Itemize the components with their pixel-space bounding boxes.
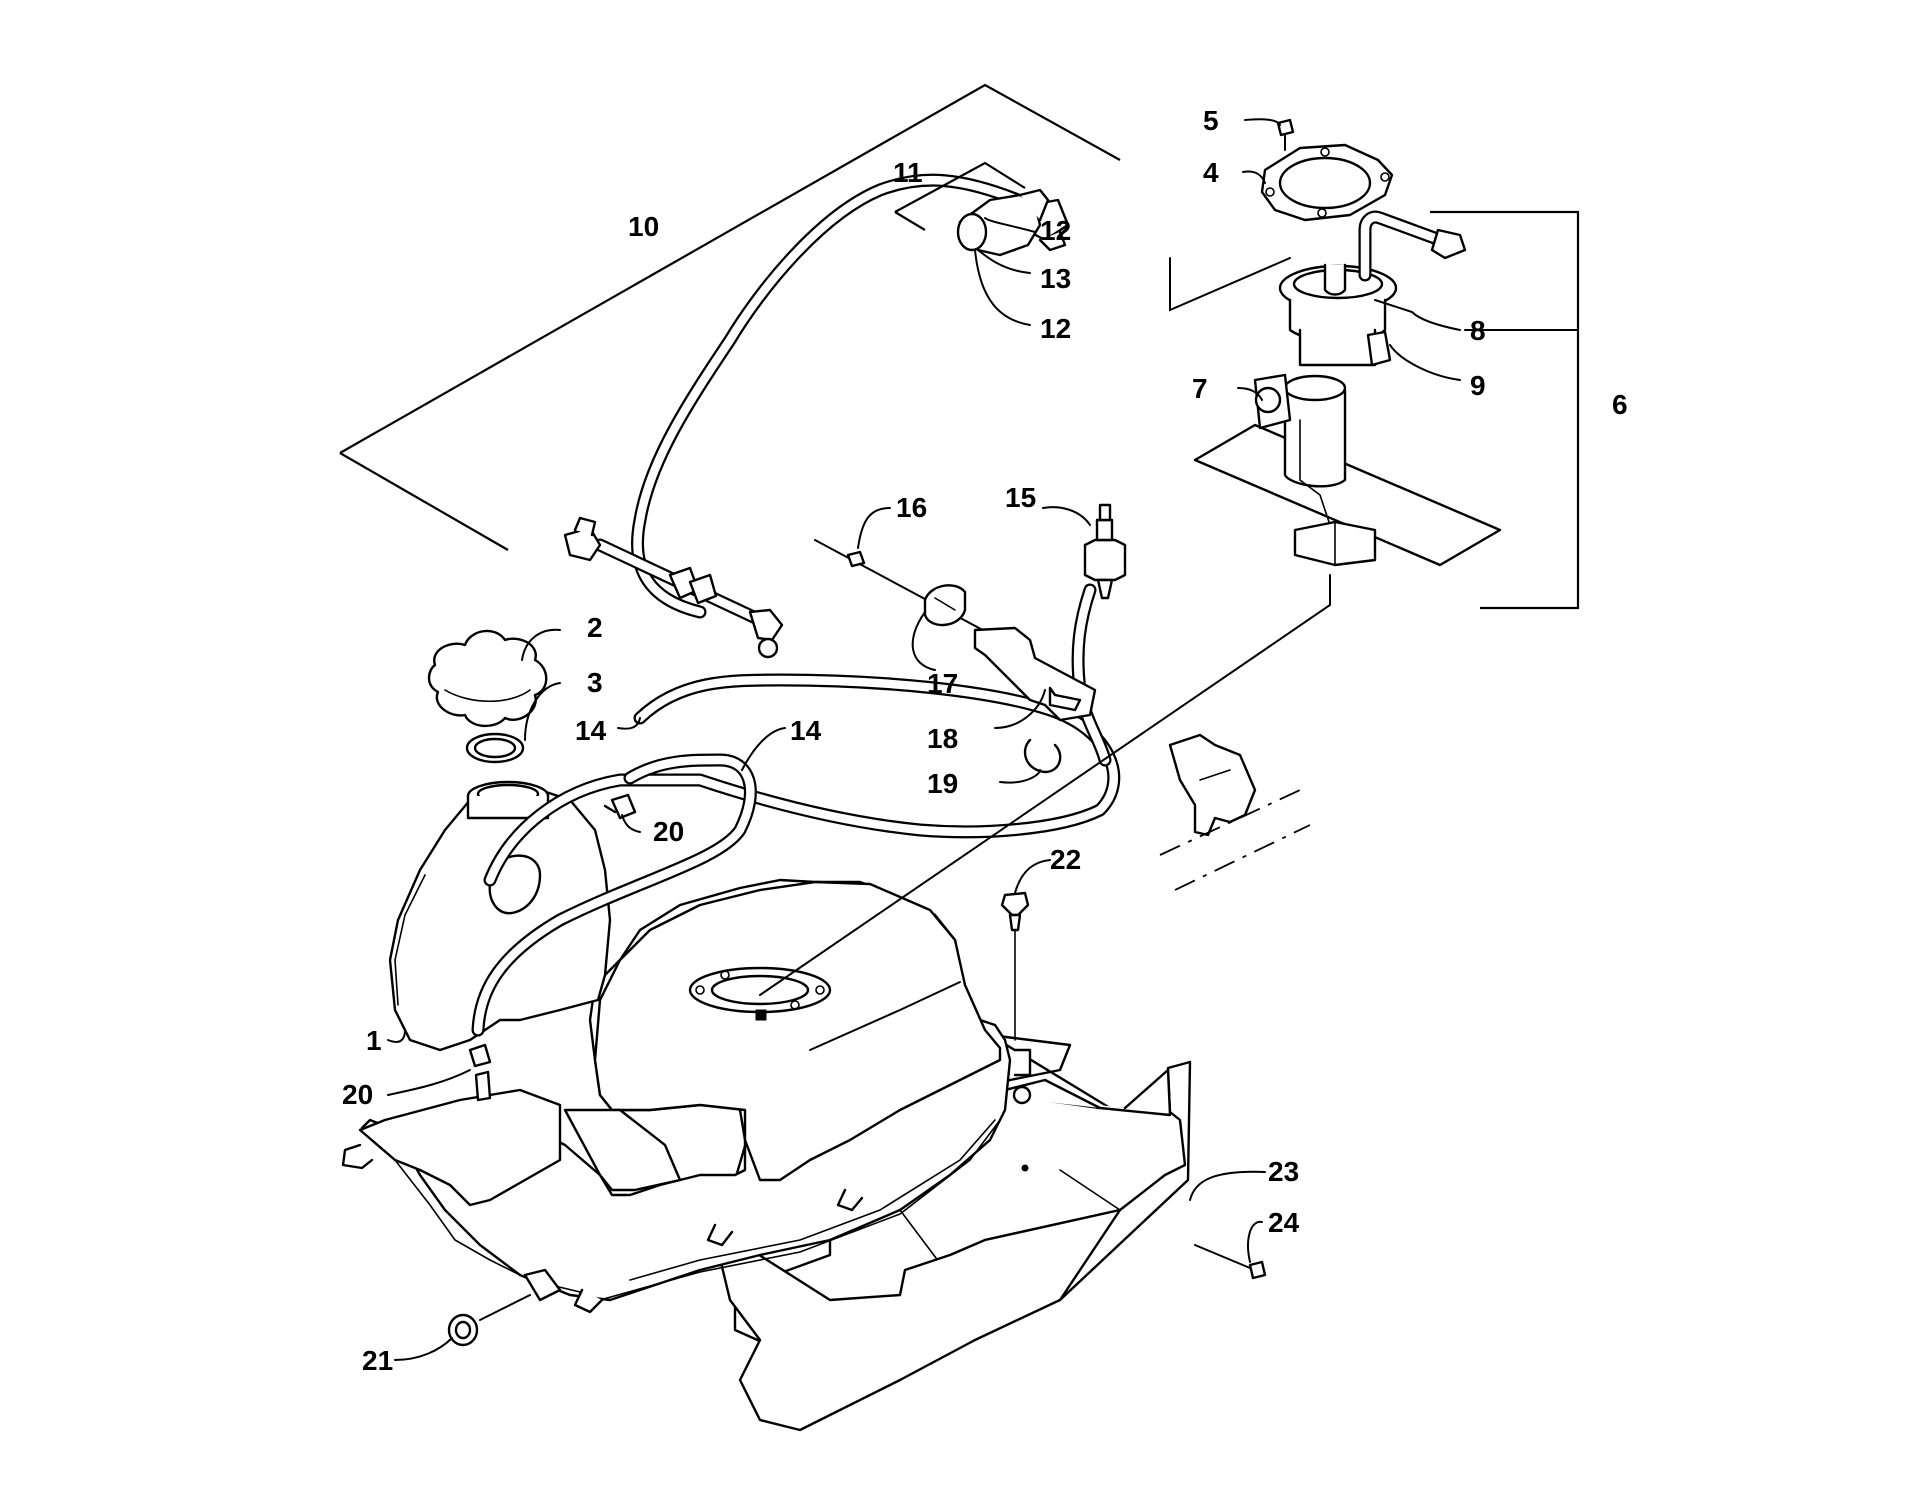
filler-cap	[427, 629, 548, 728]
bracket-11	[894, 161, 1026, 231]
callout-10: 10	[628, 211, 659, 242]
skid-plate-lower	[710, 1208, 1122, 1432]
fuel-line-assembly	[563, 173, 1070, 659]
pump-bracket-line	[1169, 257, 1291, 312]
callout-3: 3	[587, 667, 603, 698]
hose-clamp	[1023, 738, 1062, 774]
bracket-6	[1430, 210, 1580, 610]
callout-20b: 20	[342, 1079, 373, 1110]
callout-6: 6	[1612, 389, 1628, 420]
callout-20a: 20	[653, 816, 684, 847]
callout-23: 23	[1268, 1156, 1299, 1187]
bracket-10	[339, 83, 1121, 551]
vent-valve	[1083, 503, 1127, 600]
vent-hose-15-line	[1071, 583, 1112, 767]
callout-12b: 12	[1040, 313, 1071, 344]
callout-2: 2	[587, 612, 603, 643]
rubber-clip	[923, 584, 967, 627]
elbow-fitting-lower	[468, 1043, 492, 1102]
frame-reference	[1159, 733, 1311, 891]
callout-24: 24	[1268, 1207, 1300, 1238]
callout-9: 9	[1470, 370, 1486, 401]
callout-1: 1	[366, 1025, 382, 1056]
callout-4: 4	[1203, 157, 1219, 188]
filler-gasket	[465, 732, 525, 764]
push-rivet	[1000, 891, 1030, 1041]
fuel-tank	[341, 780, 1032, 1314]
elbow-fitting-upper	[603, 793, 637, 820]
vent-hose-14-right	[483, 673, 1121, 887]
callout-18: 18	[927, 723, 958, 754]
callout-13: 13	[1040, 263, 1071, 294]
callout-11: 11	[893, 157, 923, 188]
pump-gasket	[1260, 143, 1394, 222]
callout-14a: 14	[575, 715, 607, 746]
skid-plate-screw	[1194, 1244, 1267, 1280]
callout-12a: 12	[1040, 215, 1071, 246]
callout-21: 21	[362, 1345, 393, 1376]
vent-hose-14-left	[471, 753, 757, 1037]
fuel-pump-assembly	[759, 210, 1502, 996]
callout-14b: 14	[790, 715, 822, 746]
fuel-filter	[956, 188, 1050, 257]
callout-7: 7	[1192, 373, 1208, 404]
callout-5: 5	[1203, 105, 1219, 136]
callout-16: 16	[896, 492, 927, 523]
callout-22: 22	[1050, 844, 1081, 875]
callout-15: 15	[1005, 482, 1036, 513]
mounting-bracket	[973, 626, 1097, 722]
callout-labels: 1 2 3 4 5 6 7 8 9 10 11 12 13 12 14 14 1…	[342, 105, 1628, 1376]
leader-lines	[387, 118, 1579, 1361]
pump-screw	[1276, 118, 1295, 151]
callout-8: 8	[1470, 315, 1486, 346]
drain-grommet	[447, 1294, 531, 1347]
callout-19: 19	[927, 768, 958, 799]
callout-17: 17	[927, 668, 958, 699]
